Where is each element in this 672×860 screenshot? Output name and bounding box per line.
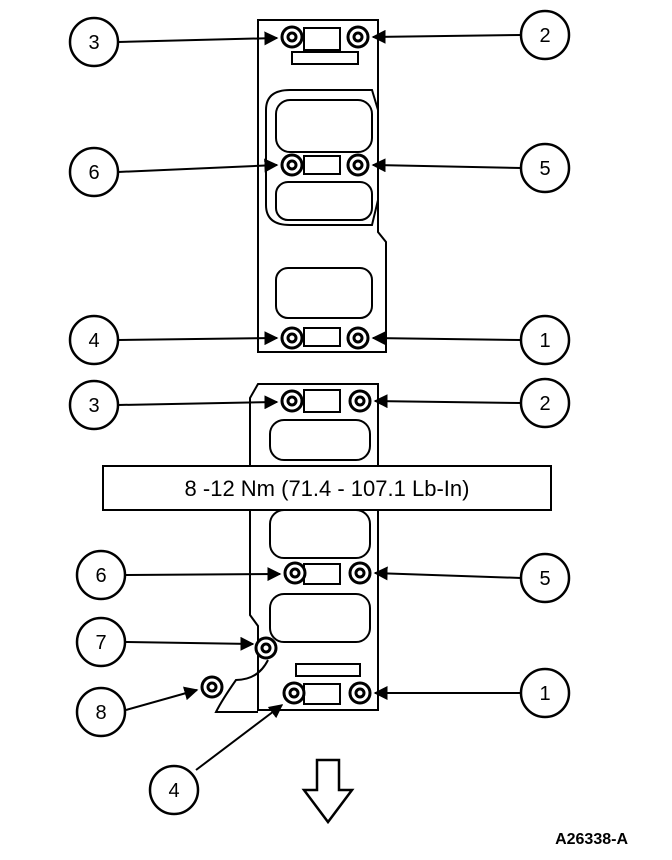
torque-spec-label: 8 -12 Nm (71.4 - 107.1 Lb-In) (102, 465, 552, 511)
callout-number: 6 (95, 565, 106, 587)
down-arrow-icon (301, 758, 355, 825)
callout-number: 2 (539, 25, 550, 47)
callout-top-right-2: 2 (519, 9, 571, 61)
callout-top-right-5: 5 (519, 142, 571, 194)
bottom-gasket-bolts (200, 389, 372, 705)
bolt-icon (348, 561, 372, 585)
callout-number: 1 (539, 330, 550, 352)
callout-top-left-3: 3 (68, 16, 120, 68)
bottom-gasket (214, 383, 379, 713)
callout-number: 5 (539, 158, 550, 180)
bolt-icon (346, 326, 370, 350)
callout-bottom-right-2: 2 (519, 377, 571, 429)
callout-number: 8 (95, 702, 106, 724)
callout-top-right-1: 1 (519, 314, 571, 366)
callout-number: 5 (539, 568, 550, 590)
bolt-icon (200, 675, 224, 699)
callout-number: 6 (88, 162, 99, 184)
bolt-icon (280, 389, 304, 413)
callout-bottom-right-1: 1 (519, 667, 571, 719)
callout-number: 7 (95, 632, 106, 654)
figure-id: A26338-A (555, 831, 628, 848)
bolt-icon (280, 25, 304, 49)
callout-number: 3 (88, 395, 99, 417)
callout-bottom-left-6: 6 (75, 549, 127, 601)
bolt-icon (254, 636, 278, 660)
callout-number: 1 (539, 683, 550, 705)
callout-bottom-left-8: 8 (75, 686, 127, 738)
bolt-icon (346, 153, 370, 177)
bolt-icon (346, 25, 370, 49)
bolt-icon (282, 681, 306, 705)
callout-top-left-4: 4 (68, 314, 120, 366)
top-gasket (257, 19, 387, 353)
callout-bottom-left-3: 3 (68, 379, 120, 431)
torque-spec-text: 8 -12 Nm (71.4 - 107.1 Lb-In) (185, 476, 470, 501)
bolt-icon (283, 561, 307, 585)
callout-number: 4 (168, 780, 179, 802)
callout-number: 3 (88, 32, 99, 54)
callout-number: 2 (539, 393, 550, 415)
callout-bottom-4: 4 (148, 764, 200, 816)
bolt-icon (348, 681, 372, 705)
top-gasket-bolts (280, 25, 370, 350)
callouts-top: 3 2 6 5 4 1 (68, 9, 571, 366)
callout-top-left-6: 6 (68, 146, 120, 198)
callout-number: 4 (88, 330, 99, 352)
leader-arrows (117, 29, 522, 771)
callouts-bottom: 3 2 6 5 7 8 1 4 (68, 377, 571, 816)
callout-bottom-right-5: 5 (519, 552, 571, 604)
bolt-icon (280, 153, 304, 177)
callout-bottom-left-7: 7 (75, 616, 127, 668)
bolt-icon (348, 389, 372, 413)
bolt-icon (280, 326, 304, 350)
